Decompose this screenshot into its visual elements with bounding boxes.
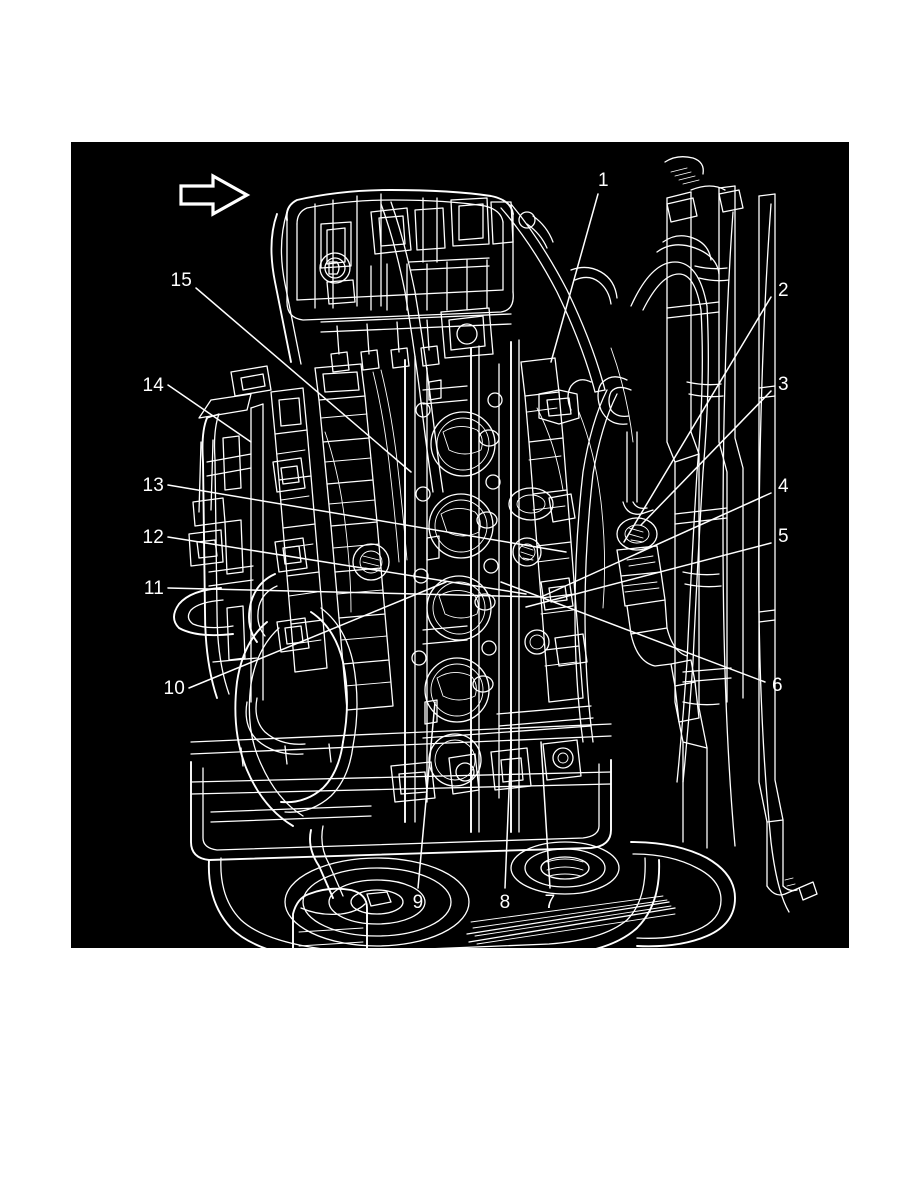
right-shroud [682, 203, 790, 913]
callout-label-4: 4 [778, 476, 789, 497]
callout-label-6: 6 [772, 675, 783, 696]
lower-accessory-detail [190, 705, 612, 803]
engine-line-art: .ln { fill:none; stroke:#ffffff; stroke-… [167, 156, 818, 948]
left-manifold-block [201, 363, 394, 755]
callout-label-5: 5 [778, 526, 789, 547]
leader-5 [525, 542, 772, 608]
callout-label-14: 14 [142, 375, 164, 396]
leader-15 [195, 287, 412, 473]
leader-6 [500, 581, 766, 683]
leader-12 [167, 536, 527, 595]
leader-10 [188, 581, 447, 689]
leader-4 [540, 492, 772, 598]
leader-8 [504, 741, 512, 889]
oil-filter [292, 825, 368, 948]
callout-label-1: 1 [598, 170, 609, 191]
callout-label-8: 8 [499, 892, 511, 913]
cylinder-head-block [404, 339, 584, 833]
leader-2 [623, 296, 772, 543]
leader-1 [550, 193, 599, 363]
engine-diagram-panel: .ln { fill:none; stroke:#ffffff; stroke-… [71, 142, 849, 948]
oil-pan-lower-block [190, 759, 736, 948]
leader-9 [417, 701, 436, 889]
callout-label-11: 11 [143, 578, 164, 599]
engine-drawing-group [173, 156, 818, 948]
upper-left-bracket [188, 365, 272, 567]
leader-3 [640, 390, 772, 526]
callout-label-3: 3 [778, 374, 789, 395]
callout-label-15: 15 [170, 270, 192, 291]
front-of-vehicle-arrow [179, 173, 251, 217]
left-hoses [173, 573, 358, 827]
sensor-cluster-right [508, 389, 588, 667]
leader-14 [167, 384, 252, 443]
callout-label-2: 2 [778, 280, 789, 301]
callout-label-7: 7 [544, 892, 556, 913]
callout-label-12: 12 [142, 527, 164, 548]
callout-label-13: 13 [142, 475, 164, 496]
callout-label-9: 9 [412, 892, 424, 913]
callout-label-10: 10 [163, 678, 185, 699]
leader-11 [167, 587, 542, 598]
callout-leader-lines [167, 193, 772, 889]
leader-7 [540, 741, 551, 889]
valve-cover-and-intake [285, 189, 514, 373]
upper-hoses [270, 201, 618, 493]
leader-13 [167, 484, 567, 553]
